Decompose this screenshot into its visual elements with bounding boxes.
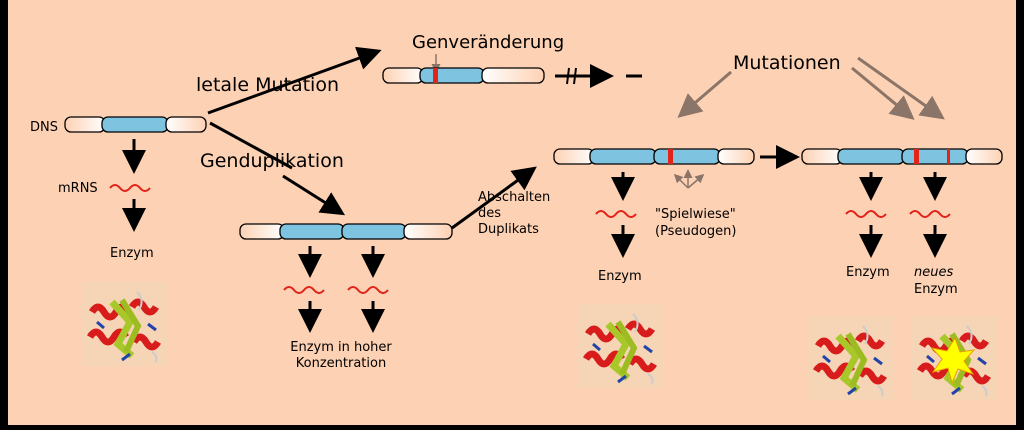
letale-mutation-label: letale Mutation (196, 74, 339, 96)
dna-strand-lethal (382, 67, 545, 84)
enzym-label-2: Enzym (598, 269, 642, 284)
mutation-arrow-1 (677, 70, 732, 118)
dna-strand-duplicated (239, 223, 453, 240)
pseudogen-label: (Pseudogen) (655, 224, 736, 239)
arrow-switch-off (451, 166, 537, 230)
enzym-label-3: Enzym (846, 265, 890, 280)
mutationen-label: Mutationen (733, 52, 841, 74)
genveraenderung-label: Genveränderung (412, 32, 564, 53)
scatter-arrows (673, 169, 705, 189)
mrna-wave-new-1 (845, 210, 887, 218)
neues-label: neues (914, 265, 953, 280)
enzym-hoch-line2: Konzentration (296, 356, 386, 371)
abschalten-line3: Duplikats (478, 222, 539, 237)
protein-structure-1 (82, 282, 168, 366)
mrna-wave-pseudo (595, 210, 637, 218)
mutation-arrow-3 (857, 56, 945, 120)
dna-strand-pseudogene (553, 148, 755, 165)
spielwiese-label: "Spielwiese" (655, 207, 736, 222)
mutation-arrow-2 (851, 66, 915, 120)
abschalten-line1: Abschalten (478, 190, 550, 205)
dna-strand-new-gene (801, 148, 1003, 165)
arrow-to-duplication-b (282, 174, 346, 216)
protein-structure-3 (808, 316, 894, 400)
protein-structure-2 (578, 304, 664, 388)
mrns-label: mRNS (58, 181, 98, 196)
enzym-label-1: Enzym (110, 246, 154, 261)
dna-strand-original (64, 116, 207, 133)
enzym-hoch-line1: Enzym in hoher (290, 340, 392, 355)
mutation-star-icon (930, 336, 976, 385)
mrna-wave-new-2 (909, 210, 951, 218)
mrna-wave-dup-2 (347, 286, 389, 294)
enzym-neu-label: Enzym (914, 282, 958, 297)
genduplikation-label: Genduplikation (200, 150, 344, 172)
mrna-wave-1 (109, 184, 151, 192)
arrow-to-lethal-mutation (207, 46, 382, 115)
dns-label: DNS (30, 120, 58, 135)
arrow-to-duplication-a (209, 121, 293, 170)
blocked-arrow (555, 64, 642, 88)
mrna-wave-dup-1 (283, 286, 325, 294)
abschalten-line2: des (478, 206, 501, 221)
